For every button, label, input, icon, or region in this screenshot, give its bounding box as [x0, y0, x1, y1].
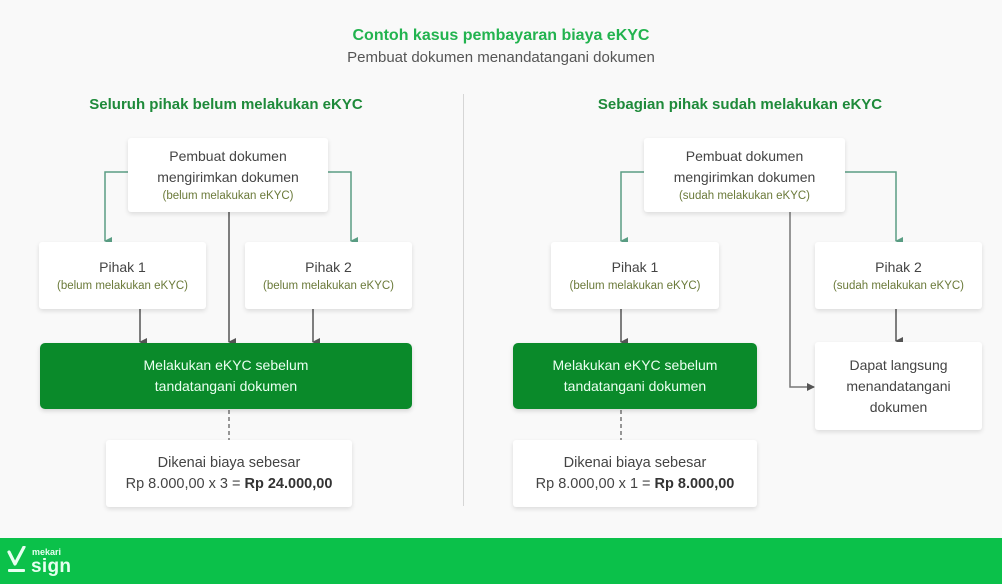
left-party2-box: Pihak 2 (belum melakukan eKYC) — [245, 242, 412, 309]
cost-label: Dikenai biaya sebesar — [563, 454, 707, 471]
section-divider — [463, 94, 464, 506]
right-party1-box: Pihak 1 (belum melakukan eKYC) — [551, 242, 719, 309]
party1-status: (belum melakukan eKYC) — [569, 280, 701, 292]
cost-label: Dikenai biaya sebesar — [157, 454, 301, 471]
direct-line3: dokumen — [869, 398, 928, 415]
cost-formula-line: Rp 8.000,00 x 3 = Rp 24.000,00 — [126, 474, 333, 495]
creator-line2: mengirimkan dokumen — [673, 169, 816, 185]
footer-bar — [0, 538, 1002, 584]
direct-line1: Dapat langsung — [849, 356, 948, 373]
party2-name: Pihak 2 — [305, 259, 352, 275]
creator-status: (belum melakukan eKYC) — [162, 190, 294, 202]
party1-name: Pihak 1 — [611, 259, 659, 275]
right-ekyc-action-box: Melakukan eKYC sebelum tandatangani doku… — [513, 343, 757, 409]
checkmark-logo-icon — [7, 546, 26, 572]
brand-mekari: mekari — [32, 547, 62, 557]
cost-formula-line: Rp 8.000,00 x 1 = Rp 8.000,00 — [536, 474, 735, 495]
action-line1: Melakukan eKYC sebelum — [143, 357, 309, 373]
creator-line1: Pembuat dokumen — [685, 148, 804, 164]
left-section-title: Seluruh pihak belum melakukan eKYC — [89, 96, 363, 113]
creator-line2: mengirimkan dokumen — [157, 169, 299, 185]
left-ekyc-action-box: Melakukan eKYC sebelum tandatangani doku… — [40, 343, 412, 409]
page-title: Contoh kasus pembayaran biaya eKYC — [352, 27, 650, 44]
brand-sign: sign — [31, 556, 72, 577]
right-section-title: Sebagian pihak sudah melakukan eKYC — [597, 96, 883, 113]
left-cost-box: Dikenai biaya sebesar Rp 8.000,00 x 3 = … — [106, 440, 352, 507]
action-line2: tandatangani dokumen — [563, 378, 707, 394]
party1-status: (belum melakukan eKYC) — [56, 280, 189, 292]
party2-status: (sudah melakukan eKYC) — [832, 280, 965, 292]
cost-total: Rp 24.000,00 — [244, 475, 333, 492]
cost-total: Rp 8.000,00 — [654, 475, 735, 492]
right-direct-sign-box: Dapat langsung menandatangani dokumen — [815, 342, 982, 430]
action-line2: tandatangani dokumen — [154, 378, 298, 394]
left-party1-box: Pihak 1 (belum melakukan eKYC) — [39, 242, 206, 309]
cost-formula: Rp 8.000,00 x 3 = — [125, 475, 245, 492]
cost-formula: Rp 8.000,00 x 1 = — [535, 475, 655, 492]
party2-status: (belum melakukan eKYC) — [262, 280, 395, 292]
left-creator-box: Pembuat dokumen mengirimkan dokumen (bel… — [128, 138, 328, 212]
page-subtitle: Pembuat dokumen menandatangani dokumen — [347, 49, 655, 66]
party2-name: Pihak 2 — [875, 259, 922, 275]
creator-line1: Pembuat dokumen — [169, 148, 287, 164]
direct-line2: menandatangani — [846, 377, 951, 394]
action-line1: Melakukan eKYC sebelum — [552, 357, 718, 373]
right-party2-box: Pihak 2 (sudah melakukan eKYC) — [815, 242, 982, 309]
right-creator-box: Pembuat dokumen mengirimkan dokumen (sud… — [644, 138, 845, 212]
right-cost-box: Dikenai biaya sebesar Rp 8.000,00 x 1 = … — [513, 440, 757, 507]
party1-name: Pihak 1 — [99, 259, 146, 275]
creator-status: (sudah melakukan eKYC) — [678, 190, 811, 202]
